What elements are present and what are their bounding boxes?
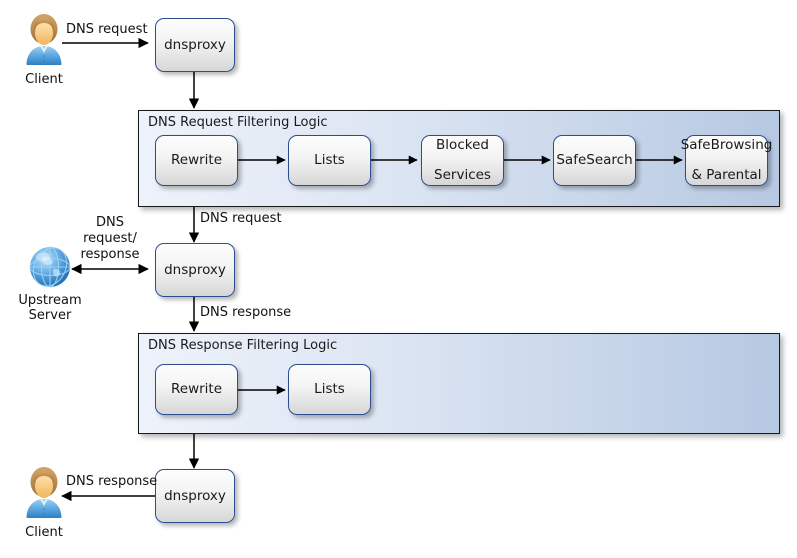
dnsproxy-bottom-box[interactable]: dnsproxy xyxy=(155,469,235,523)
dnsproxy-bottom-label: dnsproxy xyxy=(164,487,226,504)
upstream-server-label-line2: Server xyxy=(28,308,72,323)
edge-label-request-to-dnsproxy-mid: DNS request xyxy=(200,211,282,226)
edge-label-dnsproxy-mid-to-response: DNS response xyxy=(200,305,292,320)
edge-label-dnsproxy-to-client: DNS response xyxy=(66,474,158,489)
stage-lists-response[interactable]: Lists xyxy=(288,364,371,415)
globe-icon xyxy=(29,246,71,288)
edge-label-client-to-dnsproxy: DNS request xyxy=(66,22,148,37)
stage-safebrowsing-parental-line1: SafeBrowsing xyxy=(680,137,773,153)
stage-rewrite-request[interactable]: Rewrite xyxy=(155,135,238,186)
stage-blocked-services[interactable]: Blocked Services xyxy=(421,135,504,186)
group-request-filtering-title: DNS Request Filtering Logic xyxy=(148,115,328,130)
stage-safebrowsing-parental-label: SafeBrowsing & Parental xyxy=(681,138,773,183)
stage-safebrowsing-parental[interactable]: SafeBrowsing & Parental xyxy=(681,135,772,186)
stage-lists-request[interactable]: Lists xyxy=(288,135,371,186)
stage-safebrowsing-parental-line2: & Parental xyxy=(691,167,762,183)
dnsproxy-middle-box[interactable]: dnsproxy xyxy=(155,243,235,297)
stage-safesearch[interactable]: SafeSearch xyxy=(553,135,636,186)
stage-rewrite-response-label: Rewrite xyxy=(170,381,223,397)
dnsproxy-top-label: dnsproxy xyxy=(164,36,226,53)
user-avatar-icon xyxy=(26,467,62,518)
upstream-server-label: Upstream Server xyxy=(2,293,98,323)
upstream-server-label-line1: Upstream xyxy=(18,293,82,308)
stage-lists-request-label: Lists xyxy=(314,152,345,168)
edge-label-upstream-line1: DNS xyxy=(96,215,124,230)
group-response-filtering: DNS Response Filtering Logic xyxy=(138,333,780,434)
group-request-filtering: DNS Request Filtering Logic xyxy=(138,110,780,207)
stage-rewrite-response[interactable]: Rewrite xyxy=(155,364,238,415)
stage-lists-response-label: Lists xyxy=(314,381,345,397)
stage-rewrite-request-label: Rewrite xyxy=(170,152,223,168)
group-response-filtering-title: DNS Response Filtering Logic xyxy=(148,338,338,353)
edge-label-upstream-line3: response xyxy=(80,247,140,262)
edge-label-upstream-line2: request/ xyxy=(83,231,137,246)
client-bottom-label: Client xyxy=(25,525,63,540)
stage-blocked-services-label: Blocked Services xyxy=(434,138,491,183)
user-avatar-icon xyxy=(26,14,62,65)
client-top-label: Client xyxy=(25,72,63,87)
stage-blocked-services-line2: Services xyxy=(434,167,491,183)
stage-safesearch-label: SafeSearch xyxy=(556,152,633,168)
stage-blocked-services-line1: Blocked xyxy=(436,137,489,153)
edge-label-upstream-exchange: DNS request/ response xyxy=(76,215,144,263)
dnsproxy-middle-label: dnsproxy xyxy=(164,261,226,278)
dnsproxy-top-box[interactable]: dnsproxy xyxy=(155,18,235,72)
